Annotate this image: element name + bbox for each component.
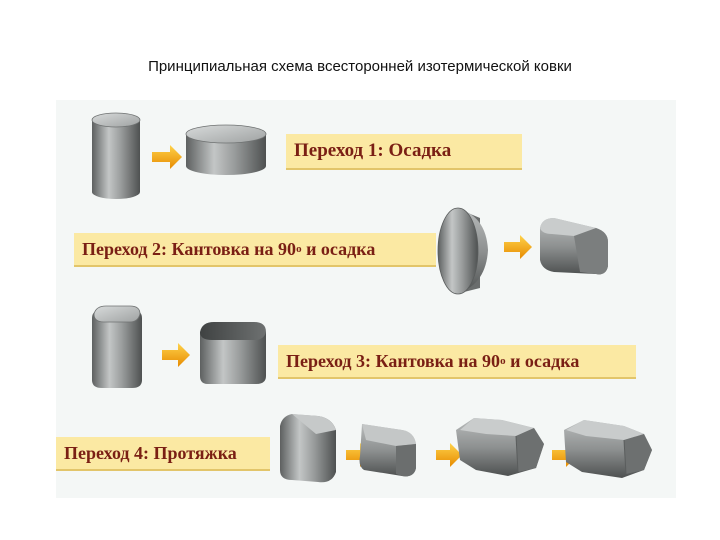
slide-title: Принципиальная схема всесторонней изотер… [148, 58, 572, 75]
row-2-shapes [437, 207, 608, 295]
step-1-label-text: Переход 1: Осадка [294, 140, 452, 161]
step-4-label: Переход 4: Протяжка [56, 437, 270, 471]
square-bar [359, 424, 416, 477]
tall-cylinder [91, 112, 141, 199]
step-2-label-tail: и осадка [301, 238, 376, 259]
octagonal-bar [456, 418, 544, 476]
forging-shapes [91, 112, 652, 483]
step-3-degree-sup: о [500, 355, 506, 367]
arrow-icon [504, 235, 532, 259]
arrow-icon [152, 145, 182, 169]
step-2-label-text: Переход 2: Кантовка на 90 [82, 238, 297, 259]
rounded-block [540, 218, 608, 275]
row-3-shapes [92, 305, 266, 388]
disk-on-edge [437, 207, 488, 295]
step-3-label-text: Переход 3: Кантовка на 90 [286, 350, 501, 371]
step-2-degree-sup: о [296, 243, 302, 255]
row-1-shapes [91, 112, 267, 199]
arrow-icon [436, 443, 462, 467]
diagram-panel: Переход 1: Осадка Переход 2: Кантовка на… [56, 100, 676, 498]
flattened-prism [200, 322, 266, 384]
rounded-square-block [280, 414, 336, 483]
arrow-icon [162, 343, 190, 367]
row-4-shapes [280, 414, 652, 483]
octagonal-bar-long [564, 420, 652, 478]
squat-cylinder [185, 124, 267, 175]
step-4-label-text: Переход 4: Протяжка [64, 442, 237, 463]
step-1-label: Переход 1: Осадка [286, 134, 522, 170]
step-3-label-tail: и осадка [505, 350, 580, 371]
square-prism [92, 305, 142, 388]
